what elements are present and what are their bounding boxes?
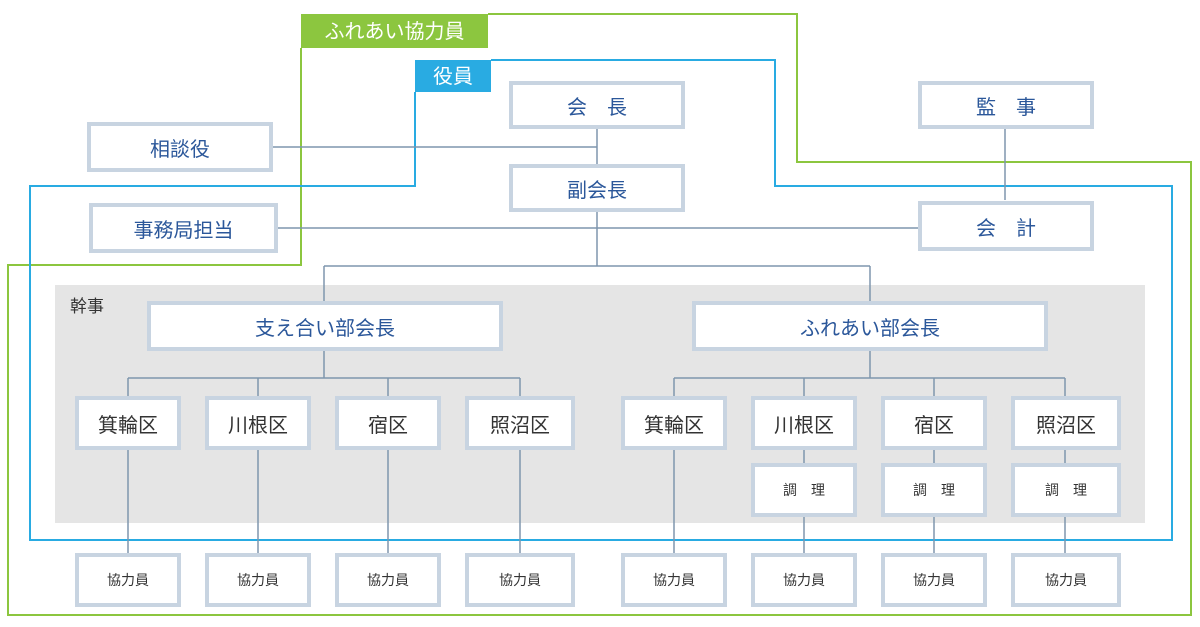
helper-box: 協力員 — [1011, 553, 1121, 607]
advisor-box: 相談役 — [87, 122, 273, 172]
left-district-minowa: 箕輪区 — [75, 396, 181, 450]
helper-box: 協力員 — [751, 553, 857, 607]
right-district-shuku: 宿区 — [881, 396, 987, 450]
auditor-box: 監 事 — [918, 81, 1094, 129]
right-district-terunuma: 照沼区 — [1011, 396, 1121, 450]
board-label: 幹事 — [70, 297, 104, 317]
cooking-box: 調 理 — [751, 463, 857, 517]
support-dept-head-box: 支え合い部会長 — [147, 301, 503, 351]
right-district-kawane: 川根区 — [751, 396, 857, 450]
helper-box: 協力員 — [465, 553, 575, 607]
cooking-box: 調 理 — [881, 463, 987, 517]
fureai-members-tag: ふれあい協力員 — [301, 14, 488, 48]
fureai-dept-head-box: ふれあい部会長 — [692, 301, 1048, 351]
fureai-members-frame — [7, 13, 1192, 616]
left-district-kawane: 川根区 — [205, 396, 311, 450]
right-district-minowa: 箕輪区 — [621, 396, 727, 450]
left-district-terunuma: 照沼区 — [465, 396, 575, 450]
officers-tag: 役員 — [415, 60, 491, 92]
helper-box: 協力員 — [881, 553, 987, 607]
helper-box: 協力員 — [75, 553, 181, 607]
helper-box: 協力員 — [205, 553, 311, 607]
left-district-shuku: 宿区 — [335, 396, 441, 450]
helper-box: 協力員 — [621, 553, 727, 607]
chair-box: 会 長 — [509, 81, 685, 129]
secretariat-box: 事務局担当 — [89, 203, 278, 253]
officers-frame — [29, 59, 1173, 541]
vice-chair-box: 副会長 — [509, 164, 685, 212]
helper-box: 協力員 — [335, 553, 441, 607]
cooking-box: 調 理 — [1011, 463, 1121, 517]
treasurer-box: 会 計 — [918, 201, 1094, 251]
